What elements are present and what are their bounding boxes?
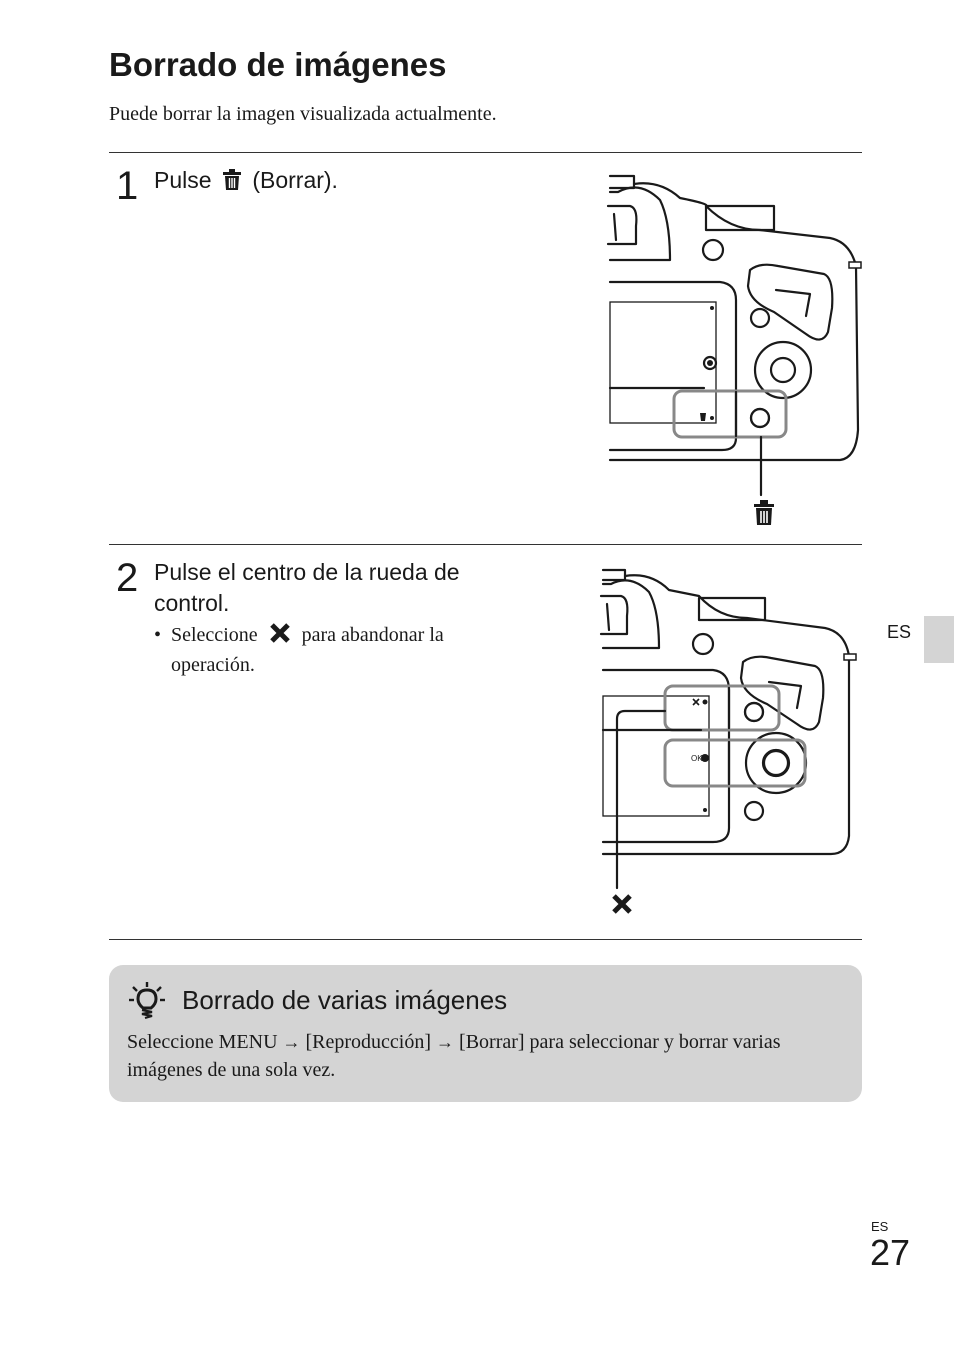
tip-title: Borrado de varias imágenes xyxy=(182,985,508,1015)
trash-icon xyxy=(754,500,774,525)
page-number: 27 xyxy=(870,1232,911,1273)
intro-text: Puede borrar la imagen visualizada actua… xyxy=(109,103,497,125)
language-tab-label: ES xyxy=(887,622,912,642)
ok-label: OK xyxy=(691,754,703,763)
tip-box xyxy=(109,965,862,1102)
footer-lang: ES xyxy=(871,1219,889,1234)
camera-back-illustration-1 xyxy=(606,174,862,497)
arrow-right-icon: → xyxy=(282,1032,301,1052)
lightbulb-icon xyxy=(129,982,165,1020)
step-1-text: Pulse (Borrar). xyxy=(154,165,338,196)
language-side-tab xyxy=(924,616,954,663)
divider-step2 xyxy=(109,544,862,545)
divider-top xyxy=(109,152,862,153)
cross-icon xyxy=(612,894,632,914)
step-1-text-after: (Borrar). xyxy=(252,167,338,193)
camera-back-illustration-2: OK xyxy=(599,568,857,890)
tip-body-part-2: [Reproducción] xyxy=(305,1031,432,1053)
tip-body: Seleccione MENU → [Reproducción] → [Borr… xyxy=(127,1028,839,1084)
cross-icon xyxy=(269,623,290,643)
arrow-right-icon: → xyxy=(436,1032,455,1052)
step-2-number: 2 xyxy=(116,556,139,600)
step-2-bullet-before: Seleccione xyxy=(171,624,258,646)
step-2-bullet: • Seleccione para abandonar la operación… xyxy=(154,623,444,676)
tip-body-part-1: Seleccione MENU xyxy=(127,1031,278,1053)
page-title: Borrado de imágenes xyxy=(109,46,447,83)
step-1-text-before: Pulse xyxy=(154,167,212,193)
step-2-text: Pulse el centro de la rueda de control. xyxy=(154,559,460,616)
step-2-bullet-after: para abandonar la operación. xyxy=(171,624,444,676)
tip-body-part-3: [Borrar] para seleccionar y borrar varia… xyxy=(127,1031,781,1081)
divider-bottom xyxy=(109,939,862,940)
trash-icon xyxy=(222,169,241,190)
step-1-number: 1 xyxy=(116,164,139,208)
